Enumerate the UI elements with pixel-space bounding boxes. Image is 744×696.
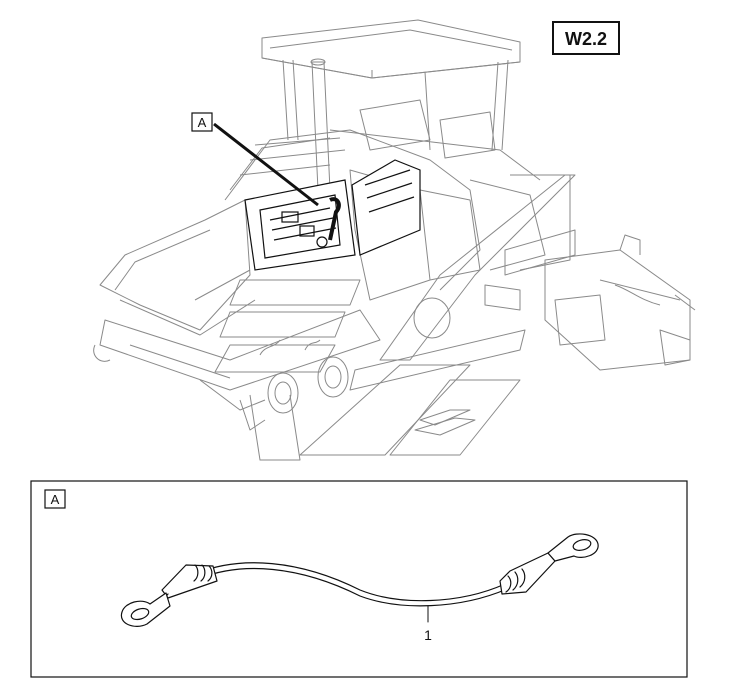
overview-callout-letter: A (198, 115, 207, 130)
section-code-box: W2.2 (552, 21, 620, 55)
detail-callout-letter: A (51, 492, 60, 507)
ground-cable (120, 533, 599, 627)
engine-highlight (244, 159, 421, 271)
detail-frame: A (30, 480, 688, 678)
part-number-1: 1 (424, 627, 432, 643)
overview-callout: A (191, 112, 319, 207)
section-code-text: W2.2 (565, 29, 607, 49)
